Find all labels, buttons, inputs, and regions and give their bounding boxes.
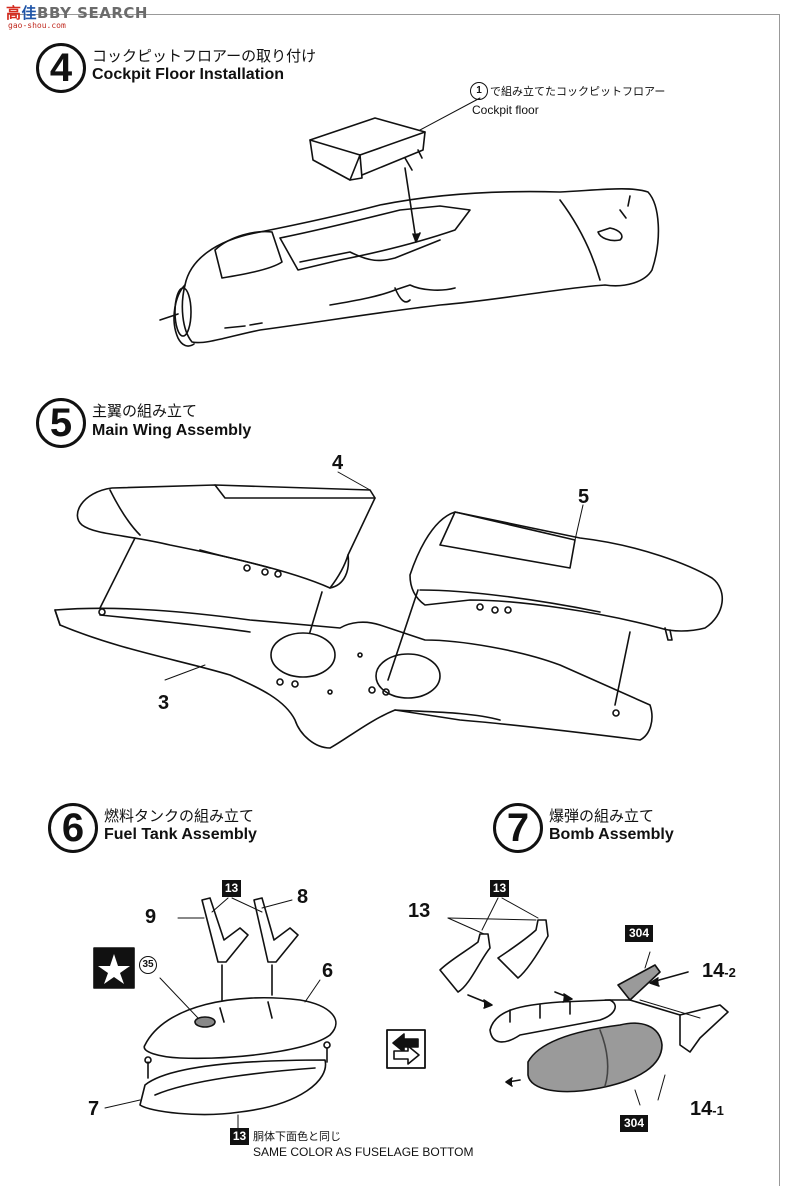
right-upper-wing — [409, 511, 724, 641]
step-6-title-en: Fuel Tank Assembly — [104, 826, 257, 843]
cockpit-floor-part — [309, 117, 426, 181]
part-label-14-2-num: 14 — [702, 960, 725, 982]
step-4-title-en: Cockpit Floor Installation — [92, 66, 285, 83]
part-label-9: 9 — [145, 906, 157, 928]
bomb — [527, 1022, 663, 1093]
watermark-text: BBY SEARCH — [37, 4, 148, 22]
fuel-tank — [139, 997, 337, 1116]
lower-wing — [54, 607, 653, 749]
step-6-title-jp: 燃料タンクの組み立て — [104, 807, 255, 825]
step-7-number: 7 — [493, 803, 543, 853]
step-7-title-en: Bomb Assembly — [549, 826, 674, 843]
bomb-holders — [439, 919, 549, 993]
cockpit-floor-arrow — [404, 167, 417, 241]
step-5-number: 5 — [36, 398, 86, 448]
paint-note-jp: 胴体下面色と同じ — [253, 1130, 341, 1143]
part-label-8: 8 — [297, 886, 309, 908]
paint-note-en: SAME COLOR AS FUSELAGE BOTTOM — [253, 1145, 474, 1159]
bomb-rack — [489, 999, 616, 1043]
part-label-13: 13 — [408, 900, 431, 922]
step-7-title-jp: 爆弾の組み立て — [549, 807, 655, 825]
watermark-char-2: 佳 — [21, 4, 38, 22]
part-label-14-1-num: 14 — [690, 1098, 713, 1120]
step-4-title-jp: コックピットフロアーの取り付け — [92, 47, 317, 65]
part-label-14-1: 14-1 — [690, 1098, 724, 1121]
wing-center-arrow-right — [387, 589, 419, 681]
step-5-title-en: Main Wing Assembly — [92, 422, 252, 439]
paint-304-bottom-badge: 304 — [620, 1115, 648, 1132]
part-label-14-2: 14-2 — [702, 960, 736, 983]
flip-arrows-icon — [386, 1029, 426, 1069]
decal-badge: 35 — [139, 956, 157, 974]
star-icon — [98, 954, 130, 984]
cockpit-callout-jp: で組み立てたコックピットフロアー — [490, 85, 666, 98]
part-label-14-2-sub: -2 — [724, 965, 736, 980]
part-label-7: 7 — [88, 1098, 100, 1120]
tank-struts — [201, 897, 299, 963]
cockpit-callout-en: Cockpit floor — [472, 103, 539, 117]
watermark: 高佳BBY SEARCH — [6, 2, 148, 23]
callout-leader — [419, 97, 481, 131]
step-4-number: 4 — [36, 43, 86, 93]
watermark-url: gao-shou.com — [8, 21, 66, 30]
watermark-char-1: 高 — [6, 4, 22, 22]
part-label-4: 4 — [332, 452, 344, 474]
part-label-14-1-sub: -1 — [712, 1103, 724, 1118]
wing-left-arrow — [99, 537, 136, 609]
bomb-fin — [604, 964, 729, 1053]
left-upper-wing — [76, 484, 376, 589]
paint-304-top-badge: 304 — [625, 925, 653, 942]
callout-step-1-badge: 1 — [470, 82, 488, 100]
part-label-3: 3 — [158, 692, 170, 714]
step-6-number: 6 — [48, 803, 98, 853]
wing-right-arrow — [614, 631, 631, 706]
note-paint-code-badge: 13 — [230, 1128, 249, 1145]
page-border — [8, 14, 780, 1186]
paint-code-badge: 13 — [222, 880, 241, 897]
part-label-6: 6 — [322, 960, 334, 982]
part-label-5: 5 — [578, 486, 590, 508]
step-5-title-jp: 主翼の組み立て — [92, 402, 198, 420]
fuselage — [159, 188, 660, 347]
bomb-paint-code-badge: 13 — [490, 880, 509, 897]
